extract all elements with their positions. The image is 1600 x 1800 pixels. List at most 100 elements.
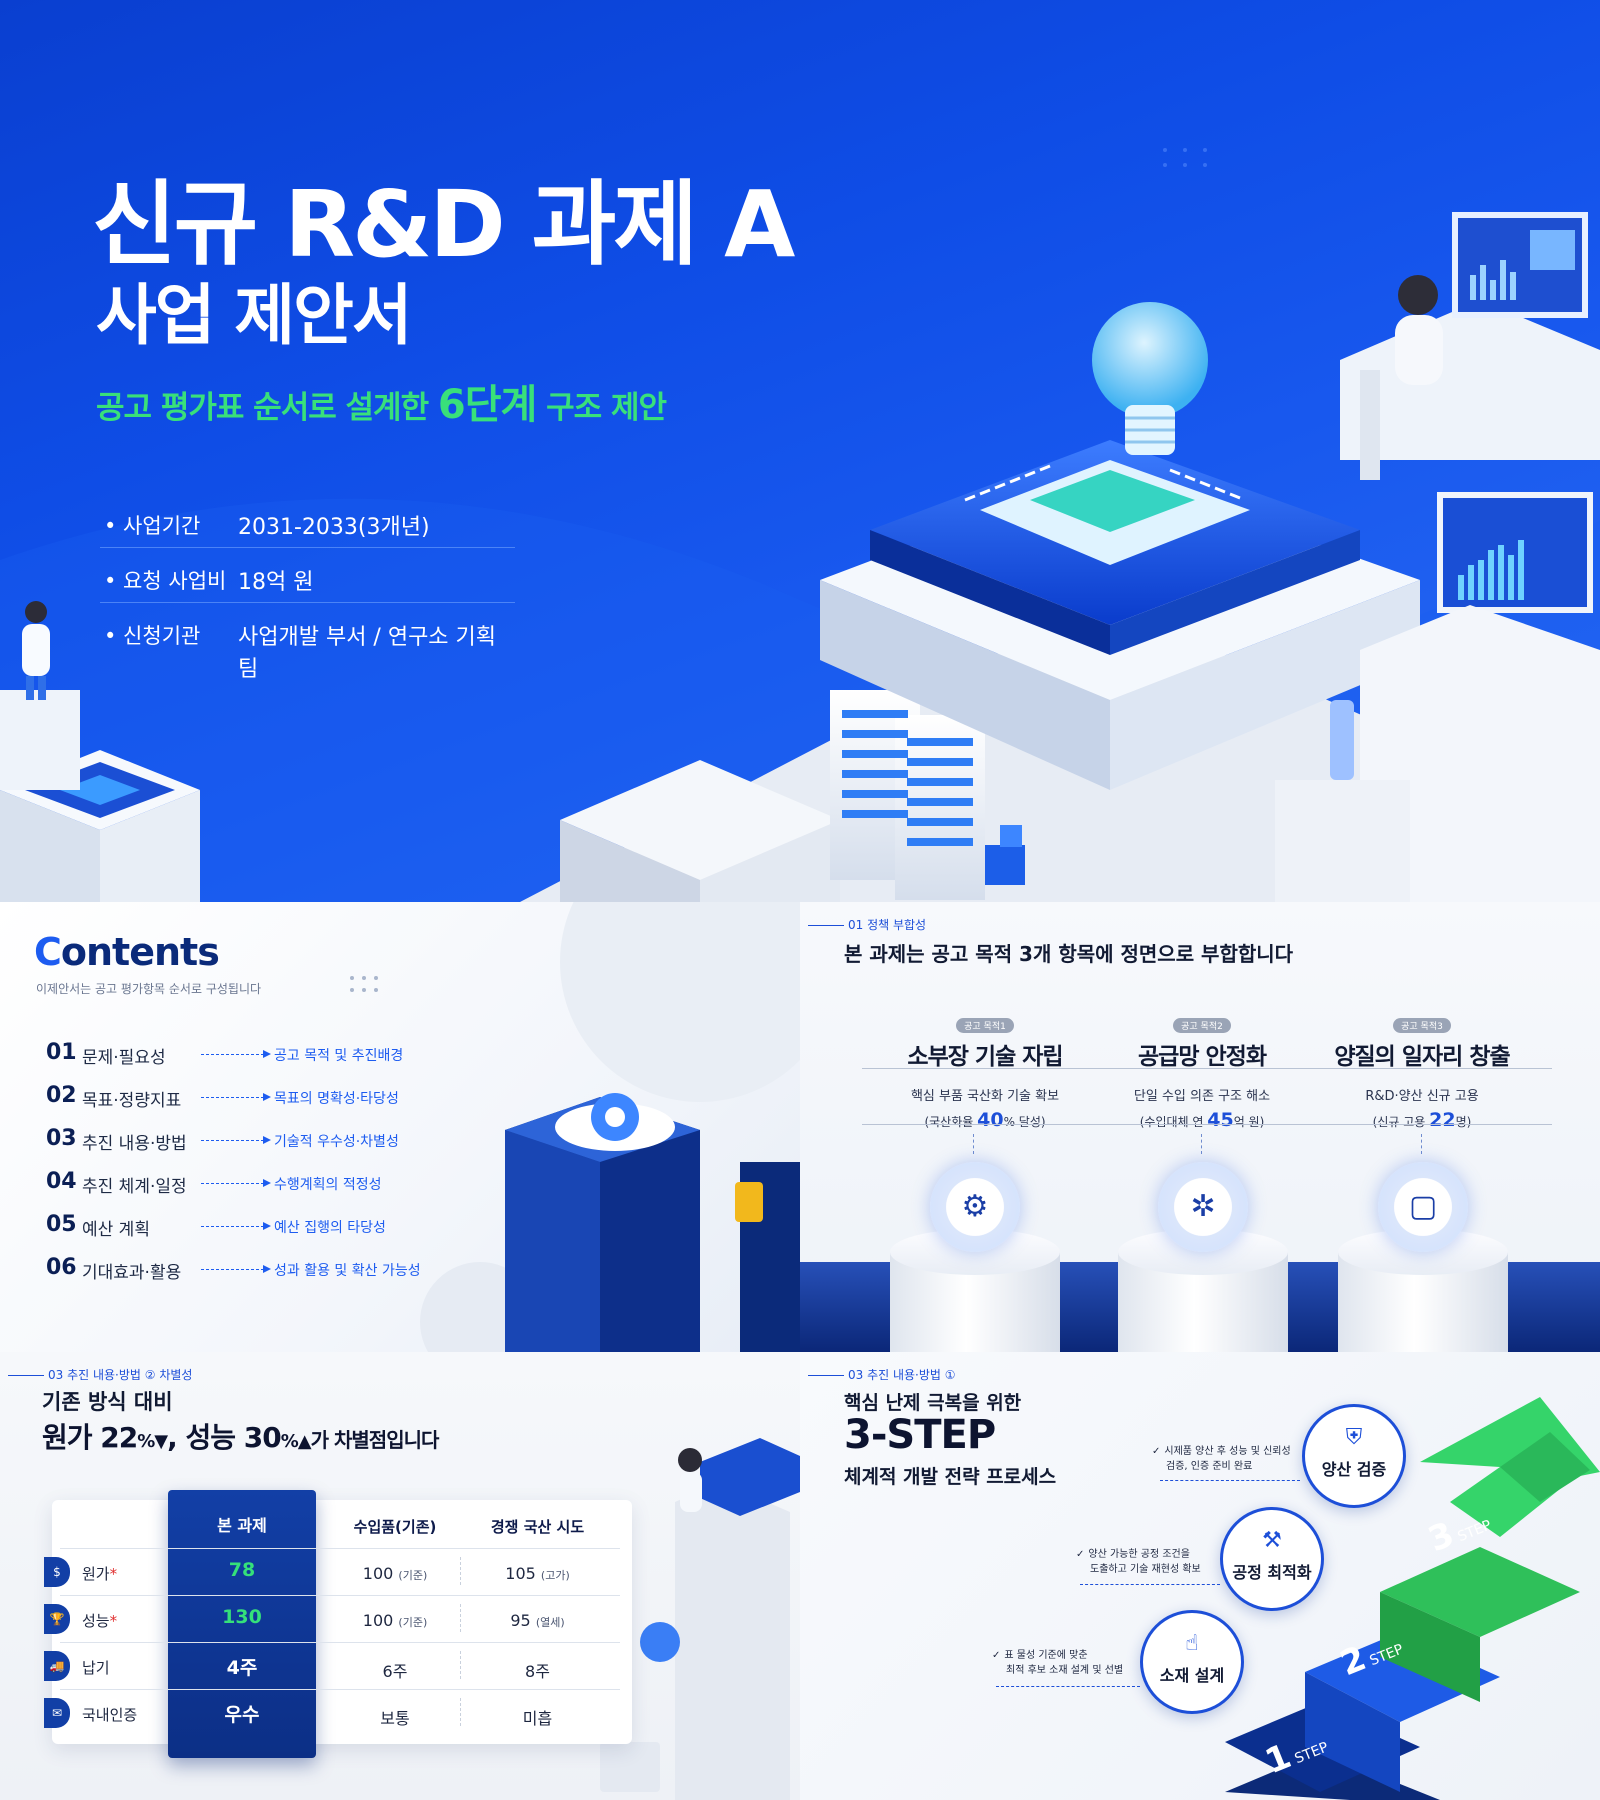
pillar: ▢ — [1338, 1134, 1508, 1352]
contents-illustration — [350, 902, 800, 1352]
contents-subtitle: 이제안서는 공고 평가항목 순서로 구성됩니다 — [36, 982, 262, 996]
tagline-post: 구조 제안 — [536, 390, 667, 426]
toc-label: 예산 계획 — [82, 1220, 150, 1240]
policy-column: 공고 목적2 공급망 안정화 단일 수입 의존 구조 해소 (수입대체 연 45… — [1094, 1014, 1310, 1131]
stage-circle[interactable]: ☝ 소재 설계 — [1140, 1610, 1244, 1714]
domestic-value: 95 (열세) — [510, 1611, 565, 1630]
policy-slide: 01 정책 부합성 본 과제는 공고 목적 3개 항목에 정면으로 부합합니다 … — [800, 902, 1600, 1352]
info-key: • 요청 사업비 — [104, 569, 227, 593]
toc-desc: 예산 집행의 타당성 — [274, 1220, 386, 1236]
connector — [1080, 1584, 1220, 1585]
toc-number: 04 — [46, 1169, 77, 1194]
column-badge: 공고 목적2 — [1173, 1018, 1231, 1033]
col-header-domestic: 경쟁 국산 시도 — [490, 1518, 585, 1536]
domestic-value: 8주 — [525, 1662, 550, 1681]
cover-tagline: 공고 평가표 순서로 설계한 6단계 구조 제안 — [96, 372, 667, 430]
steps-title: 3-STEP — [844, 1412, 996, 1458]
contents-title: Contents — [34, 930, 220, 974]
column-badge: 공고 목적1 — [956, 1018, 1014, 1033]
toc-desc: 성과 활용 및 확산 가능성 — [274, 1263, 421, 1279]
section-tag: 03 추진 내용·방법 ② 차별성 — [8, 1366, 192, 1383]
info-value: 18억 원 — [238, 570, 314, 595]
arrow-icon — [201, 1179, 271, 1187]
column-line1: R&D·양산 신규 고용 — [1365, 1089, 1479, 1104]
toc-desc: 기술적 우수성·차별성 — [274, 1134, 399, 1150]
arrow-icon — [201, 1093, 271, 1101]
info-value: 사업개발 부서 / 연구소 기획팀 — [238, 625, 497, 682]
column-title: 소부장 기술 자립 — [907, 1044, 1063, 1070]
toc-label: 추진 체계·일정 — [82, 1177, 187, 1197]
highlight-column — [168, 1490, 316, 1758]
policy-column: 공고 목적1 소부장 기술 자립 핵심 부품 국산화 기술 확보 (국산화율 4… — [877, 1014, 1093, 1131]
arrow-icon — [201, 1050, 271, 1058]
toc-label: 추진 내용·방법 — [82, 1134, 187, 1154]
row-label: 납기 — [82, 1659, 110, 1677]
steps-line1: 핵심 난제 극복을 위한 — [844, 1392, 1022, 1414]
row-label: 국내인증 — [82, 1706, 138, 1724]
column-title: 양질의 일자리 창출 — [1334, 1044, 1510, 1070]
row-divider — [60, 1548, 620, 1549]
col-header-ours: 본 과제 — [217, 1516, 267, 1535]
column-title: 공급망 안정화 — [1138, 1044, 1267, 1070]
domestic-value: 미흡 — [522, 1709, 553, 1728]
toc-label: 목표·정량지표 — [82, 1091, 182, 1111]
comparison-slide: 03 추진 내용·방법 ② 차별성 기존 방식 대비 원가 22%▼, 성능 3… — [0, 1352, 800, 1800]
toc-number: 01 — [46, 1040, 77, 1065]
connector — [1160, 1480, 1300, 1481]
toc-desc: 목표의 명확성·타당성 — [274, 1091, 399, 1107]
comparison-line1: 기존 방식 대비 — [42, 1390, 173, 1414]
pillar: ⚙ — [890, 1134, 1060, 1352]
column-line1: 핵심 부품 국산화 기술 확보 — [910, 1089, 1060, 1104]
robot-arm-icon: ⚒ — [1262, 1528, 1282, 1553]
row-divider — [60, 1689, 620, 1690]
row-label: 성능* — [82, 1612, 118, 1630]
divider — [862, 1124, 1552, 1125]
cell-divider — [460, 1698, 461, 1726]
row-label: 원가* — [82, 1565, 118, 1583]
row-divider — [60, 1642, 620, 1643]
contents-title-first-letter: C — [34, 930, 62, 974]
our-value: 4주 — [226, 1657, 258, 1679]
imported-value: 보통 — [380, 1709, 410, 1728]
dollar-icon: $ — [44, 1557, 70, 1587]
tagline-pre: 공고 평가표 순서로 설계한 — [96, 390, 438, 426]
row-divider — [60, 1595, 620, 1596]
info-row-period: • 사업기간 2031-2033(3개년) — [100, 496, 515, 548]
column-line2: (국산화율 40% 달성) — [924, 1109, 1046, 1131]
imported-value: 6주 — [382, 1662, 408, 1681]
info-key: • 사업기간 — [104, 514, 201, 538]
toc-desc: 수행계획의 적정성 — [274, 1177, 382, 1193]
toc-number: 05 — [46, 1212, 77, 1237]
cover-subtitle: 사업 제안서 — [96, 277, 413, 354]
stage-title: 소재 설계 — [1159, 1666, 1225, 1685]
policy-headline: 본 과제는 공고 목적 3개 항목에 정면으로 부합합니다 — [844, 942, 1294, 966]
policy-column: 공고 목적3 양질의 일자리 창출 R&D·양산 신규 고용 (신규 고용 22… — [1314, 1014, 1530, 1131]
info-key: • 신청기관 — [104, 624, 201, 648]
stage-circle[interactable]: ⛨ 양산 검증 — [1302, 1404, 1406, 1508]
toc-desc: 공고 목적 및 추진배경 — [274, 1048, 404, 1064]
section-tag: 01 정책 부합성 — [808, 916, 926, 933]
section-tag: 03 추진 내용·방법 ① — [808, 1366, 956, 1383]
touch-icon: ☝ — [1185, 1631, 1199, 1656]
toc-number: 02 — [46, 1083, 77, 1108]
stage-circle[interactable]: ⚒ 공정 최적화 — [1220, 1507, 1324, 1611]
briefcase-icon: ▢ — [1408, 1189, 1438, 1224]
toc-number: 03 — [46, 1126, 77, 1151]
info-row-applicant: • 신청기관 사업개발 부서 / 연구소 기획팀 — [100, 606, 515, 682]
arrow-icon — [201, 1265, 271, 1273]
cover-title: 신규 R&D 과제 A — [92, 171, 795, 278]
comparison-illustration — [600, 1438, 800, 1800]
gear-icon: ⚙ — [961, 1189, 989, 1224]
steps-illustration — [1225, 1397, 1600, 1800]
stage-title: 양산 검증 — [1321, 1460, 1387, 1479]
